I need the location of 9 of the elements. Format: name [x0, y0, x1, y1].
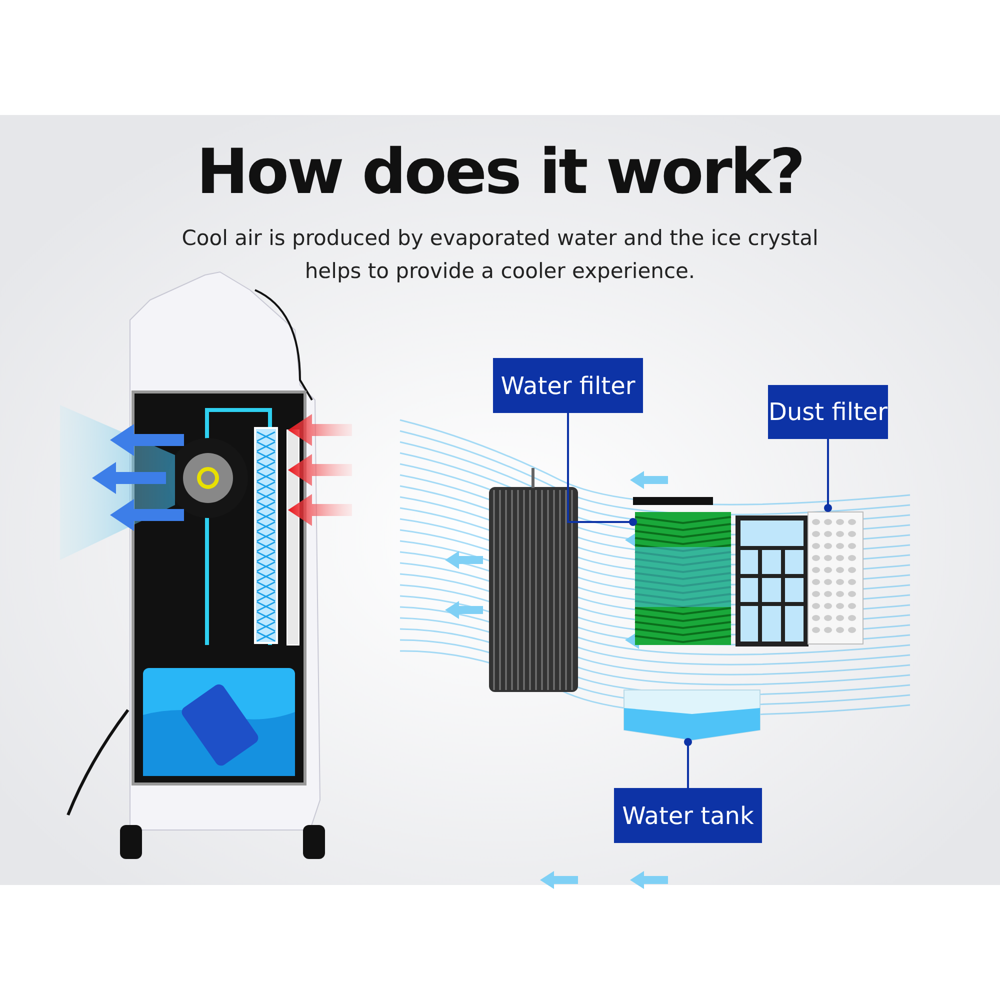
title: How does it work?	[196, 134, 804, 210]
callout-label: Dust filter	[768, 385, 888, 439]
leader-line	[684, 738, 692, 788]
leader-line	[824, 439, 832, 512]
callout-label: Water filter	[493, 358, 643, 413]
caption: Cool air is produced by evaporated water and the ice crystal helps to provide a cooler experience.	[180, 225, 820, 285]
filter-part-drawing	[633, 497, 733, 647]
leader-line	[567, 413, 637, 526]
callout-label: Water tank	[614, 788, 762, 843]
